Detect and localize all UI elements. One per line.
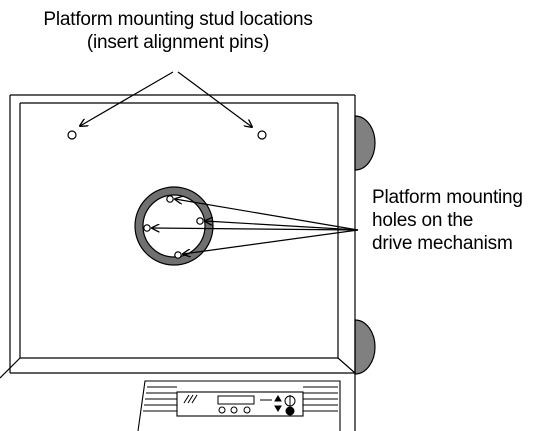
mounting-holes-callout-line1: Platform mounting [372,187,523,208]
speed-slash-icon [183,394,190,404]
mounting-hole-bottom [174,251,182,259]
stud-locations-callout-line1: Platform mounting stud locations [43,9,313,30]
control-panel-icons [183,394,296,416]
mounting-hole-top [166,195,174,203]
rubber-foot-upper [354,115,376,171]
mounting-hole-left [143,224,151,232]
mounting-hole-arrows [152,199,359,254]
mounting-holes-callout: Platform mounting holes on the drive mec… [372,186,523,255]
mounting-holes-callout-line2: holes on the [372,210,474,231]
eye-icon [285,406,295,416]
display-window [217,395,255,405]
rubber-foot-lower [354,319,376,375]
stud-locations-callout-line2: (insert alignment pins) [86,32,270,53]
mounting-hole-right [196,217,204,225]
stud-locations-callout: Platform mounting stud locations (insert… [0,8,356,54]
front-control-panel [137,380,341,431]
mounting-holes-callout-line3: drive mechanism [372,233,513,254]
button-1 [218,406,226,414]
button-2 [230,406,238,414]
stud-arrow-left [80,71,174,126]
device-housing [9,94,356,431]
stud-location-right [257,130,267,140]
up-down-arrows-icon [274,395,282,412]
drive-mechanism-center [142,194,206,258]
stud-arrow-right [177,71,252,127]
button-3 [243,406,251,414]
stud-location-left [67,130,77,140]
platform-top-outline [0,102,356,379]
